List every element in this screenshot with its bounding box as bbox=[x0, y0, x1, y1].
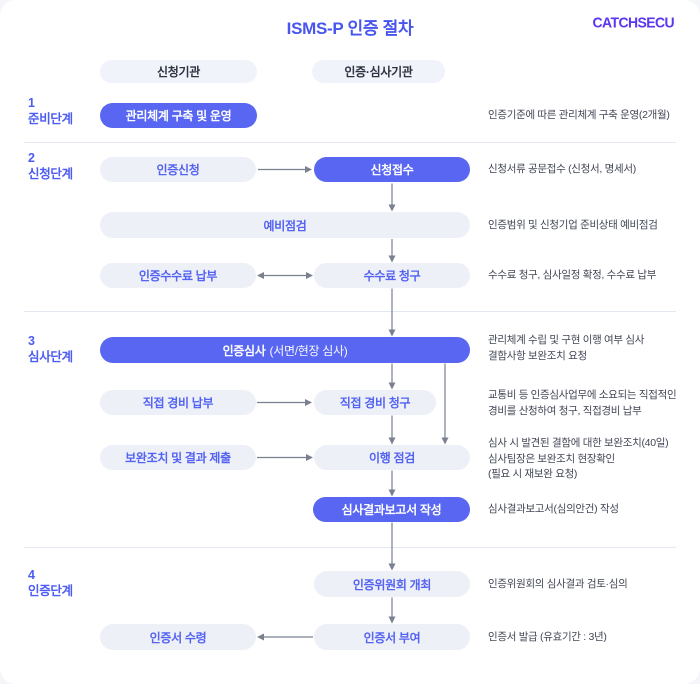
desc-audit: 관리체계 수립 및 구현 이행 여부 심사 결함사항 보완조치 요청 bbox=[488, 334, 645, 362]
stage-name: 심사단계 bbox=[28, 350, 73, 364]
arrow-precheck-to-fee-charge bbox=[388, 239, 396, 263]
audit-label: 인증심사 bbox=[222, 343, 266, 358]
arrow-audit-to-expense-charge bbox=[388, 363, 396, 390]
stage-number: 4 bbox=[28, 568, 35, 582]
audit-note: (서면/현장 심사) bbox=[269, 343, 348, 358]
arrow-audit-to-follow-check bbox=[441, 363, 449, 445]
desc-committee: 인증위원회의 심사결과 검토·심의 bbox=[488, 578, 628, 590]
node-committee: 인증위원회 개최 bbox=[314, 571, 470, 597]
stage-number: 3 bbox=[28, 334, 35, 348]
node-fee-charge: 수수료 청구 bbox=[314, 263, 470, 288]
arrow-fee-bidirectional bbox=[257, 272, 313, 279]
stage-number: 2 bbox=[28, 151, 35, 165]
node-accept: 신청접수 bbox=[314, 157, 470, 182]
node-follow-check: 이행 점검 bbox=[314, 445, 470, 470]
section-divider bbox=[24, 311, 676, 312]
column-header-applicant: 신청기관 bbox=[100, 60, 257, 83]
desc-fee: 수수료 청구, 심사일정 확정, 수수료 납부 bbox=[488, 269, 657, 281]
desc-precheck: 인증범위 및 신청기업 준비상태 예비점검 bbox=[488, 219, 658, 231]
node-report-write: 심사결과보고서 작성 bbox=[313, 497, 470, 522]
node-apply: 인증신청 bbox=[100, 157, 256, 182]
node-expense-charge: 직접 경비 청구 bbox=[314, 390, 436, 415]
stage-label-4: 4 인증단계 bbox=[28, 567, 73, 599]
section-divider bbox=[24, 547, 676, 548]
stage-label-1: 1 준비단계 bbox=[28, 95, 73, 127]
arrow-fee-charge-to-audit bbox=[388, 288, 396, 337]
arrow-expense-pay-to-charge bbox=[257, 399, 312, 406]
stage-name: 인증단계 bbox=[28, 584, 73, 598]
arrow-follow-to-report bbox=[388, 470, 396, 497]
stage-label-3: 3 심사단계 bbox=[28, 333, 73, 365]
stage-name: 신청단계 bbox=[28, 167, 73, 181]
catchsecu-logo: CATCHSECU bbox=[592, 13, 675, 31]
node-fee-pay: 인증수수료 납부 bbox=[100, 263, 256, 288]
arrow-expense-charge-to-follow bbox=[388, 415, 396, 445]
column-header-certifier: 인증·심사기관 bbox=[312, 60, 445, 83]
desc-grant: 인증서 발급 (유효기간 : 3년) bbox=[488, 631, 607, 643]
desc-follow: 심사 시 발견된 결함에 대한 보완조치(40일) 심사팀장은 보완조치 현장확… bbox=[488, 437, 669, 480]
stage-name: 준비단계 bbox=[28, 112, 73, 126]
node-precheck: 예비점검 bbox=[100, 212, 470, 238]
stage-number: 1 bbox=[28, 96, 35, 110]
node-expense-pay: 직접 경비 납부 bbox=[100, 390, 256, 415]
arrow-committee-to-grant bbox=[388, 597, 396, 624]
arrow-remedy-to-follow bbox=[257, 454, 313, 461]
page-title: ISMS-P 인증 절차 bbox=[286, 19, 414, 38]
desc-accept: 신청서류 공문접수 (신청서, 명세서) bbox=[488, 163, 636, 175]
node-build-operate: 관리체계 구축 및 운영 bbox=[100, 103, 257, 128]
arrow-grant-to-receive bbox=[257, 633, 313, 641]
node-remedy-submit: 보완조치 및 결과 제출 bbox=[100, 445, 256, 470]
desc-build-operate: 인증기준에 따른 관리체계 구축 운영(2개월) bbox=[488, 109, 670, 121]
section-divider bbox=[24, 142, 676, 143]
desc-report: 심사결과보고서(심의안건) 작성 bbox=[488, 503, 619, 515]
arrow-apply-to-accept bbox=[258, 166, 312, 173]
desc-expense: 교통비 등 인증심사업무에 소요되는 직접적인 경비를 산청하여 청구, 직접경… bbox=[488, 389, 677, 417]
stage-label-2: 2 신청단계 bbox=[28, 150, 73, 182]
arrow-accept-to-precheck bbox=[388, 183, 396, 212]
node-cert-receive: 인증서 수령 bbox=[100, 624, 256, 650]
node-cert-grant: 인증서 부여 bbox=[314, 624, 470, 650]
node-audit: 인증심사 (서면/현장 심사) bbox=[100, 337, 470, 363]
